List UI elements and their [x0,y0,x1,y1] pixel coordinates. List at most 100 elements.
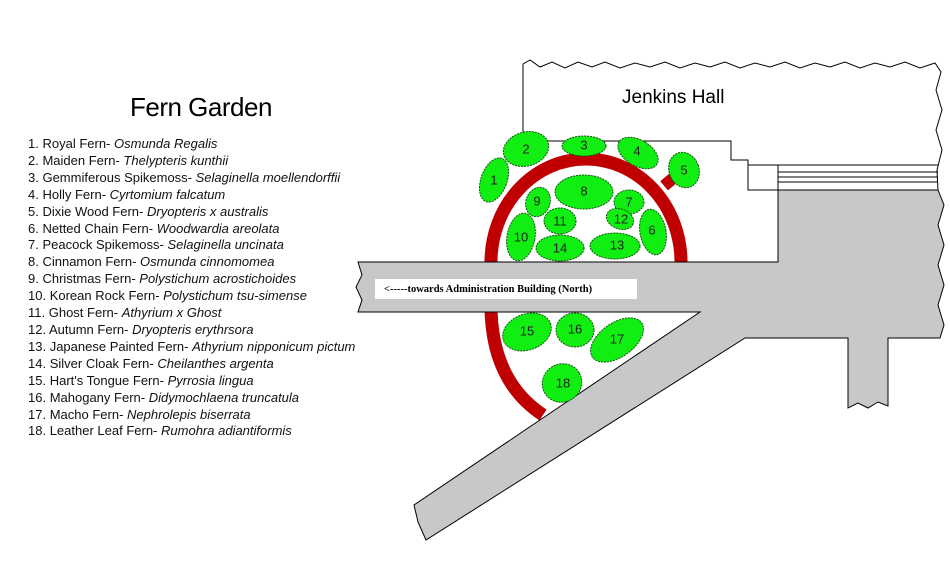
direction-label: <-----towards Administration Building (N… [384,284,593,295]
fern-bed-number: 16 [568,322,582,337]
legend-num: 5. [28,203,39,219]
legend-item: 15. Hart's Tongue Fern- Pyrrosia lingua [28,373,355,390]
fern-bed-number: 12 [614,212,628,227]
legend-scientific: Rumohra adiantiformis [161,423,292,439]
legend-scientific: Osmunda cinnomomea [140,254,275,270]
fern-bed[interactable]: 5 [664,148,705,192]
legend-num: 15. [28,372,47,388]
legend-scientific: Pyrrosia lingua [167,372,254,388]
fern-bed[interactable]: 2 [499,127,552,172]
fern-bed[interactable]: 18 [535,357,589,410]
legend-num: 8. [28,254,39,270]
legend-scientific: Athyrium nipponicum pictum [192,338,356,354]
legend-num: 7. [28,237,39,253]
legend-num: 1. [28,136,39,151]
legend-num: 2. [28,152,39,168]
fern-bed-number: 7 [625,195,632,210]
legend-common: Leather Leaf Fern- [49,423,158,439]
legend-scientific: Thelypteris kunthii [123,152,229,168]
legend-item: 7. Peacock Spikemoss- Selaginella uncina… [28,237,355,254]
legend-item: 2. Maiden Fern- Thelypteris kunthii [28,153,355,170]
legend-common: Peacock Spikemoss- [42,237,164,253]
fern-bed[interactable]: 12 [603,205,636,233]
fern-bed-number: 11 [553,214,567,229]
fern-bed-number: 18 [556,376,570,391]
fern-bed[interactable]: 9 [522,184,555,220]
legend-item: 5. Dixie Wood Fern- Dryopteris x austral… [28,204,355,221]
legend-scientific: Dryopteris x australis [147,203,269,219]
legend-num: 17. [28,406,47,422]
fern-bed-number: 5 [680,163,687,178]
legend-scientific: Polystichum acrostichoides [139,271,297,287]
legend-scientific: Didymochlaena truncatula [148,389,300,405]
legend-item: 1. Royal Fern- Osmunda Regalis [28,136,355,153]
legend-num: 12. [28,321,47,337]
legend-item: 16. Mahogany Fern- Didymochlaena truncat… [28,390,355,407]
fern-bed[interactable]: 1 [474,154,514,206]
legend-common: Silver Cloak Fern- [49,355,154,371]
legend-scientific: Cyrtomium falcatum [109,186,226,202]
legend-scientific: Selaginella moellendorffii [195,169,341,185]
legend-scientific: Nephrolepis biserrata [127,406,251,422]
fern-bed[interactable]: 14 [535,234,585,262]
building-label: Jenkins Hall [622,87,724,108]
fern-bed-number: 13 [610,238,624,253]
legend-common: Maiden Fern- [42,152,120,168]
legend-common: Macho Fern- [49,406,124,422]
fern-bed-number: 10 [514,230,528,245]
legend-num: 10. [28,288,47,304]
fern-bed-number: 6 [648,223,655,238]
legend-item: 9. Christmas Fern- Polystichum acrostich… [28,271,355,288]
legend-num: 18. [28,423,47,439]
legend-num: 11. [28,305,46,321]
fern-bed[interactable]: 10 [503,211,539,263]
legend-common: Autumn Fern- [48,321,129,337]
legend-item: 8. Cinnamon Fern- Osmunda cinnomomea [28,254,355,271]
legend-common: Hart's Tongue Fern- [49,372,164,388]
fern-bed-number: 4 [633,144,640,159]
legend-num: 6. [28,220,39,236]
legend-common: Mahogany Fern- [49,389,146,405]
legend-item: 18. Leather Leaf Fern- Rumohra adiantifo… [28,423,355,440]
fern-bed-number: 9 [533,194,540,209]
legend-item: 6. Netted Chain Fern- Woodwardia areolat… [28,221,355,238]
fern-bed[interactable]: 17 [583,309,652,371]
fern-bed-number: 17 [610,332,624,347]
legend-common: Holly Fern- [42,186,107,202]
legend-num: 13. [28,338,47,354]
fern-bed[interactable]: 11 [543,207,577,235]
steps-landing [747,164,779,191]
legend-common: Japanese Painted Fern- [49,338,189,354]
legend-item: 17. Macho Fern- Nephrolepis biserrata [28,407,355,424]
legend-common: Dixie Wood Fern- [42,203,144,219]
legend-scientific: Osmunda Regalis [114,136,218,151]
legend-num: 3. [28,169,39,185]
legend-item: 12. Autumn Fern- Dryopteris erythrsora [28,322,355,339]
legend-item: 11. Ghost Fern- Athyrium x Ghost [28,305,355,322]
legend-item: 10. Korean Rock Fern- Polystichum tsu-si… [28,288,355,305]
fern-bed[interactable]: 16 [555,312,595,348]
legend-item: 3. Gemmiferous Spikemoss- Selaginella mo… [28,170,355,187]
fern-bed-number: 15 [520,324,534,339]
legend-scientific: Selaginella uncinata [167,237,284,253]
legend-scientific: Athyrium x Ghost [121,305,222,321]
fern-bed[interactable]: 15 [497,307,556,358]
fern-bed[interactable]: 3 [561,135,607,157]
page-title: Fern Garden [130,92,272,122]
fern-bed[interactable]: 7 [613,189,645,215]
fern-bed[interactable]: 8 [554,174,614,210]
fern-bed[interactable]: 4 [612,131,663,176]
walkway [355,189,945,541]
legend-item: 4. Holly Fern- Cyrtomium falcatum [28,187,355,204]
fern-bed-number: 14 [553,241,567,256]
fern-bed[interactable]: 6 [636,207,670,257]
fern-bed[interactable]: 13 [589,232,641,260]
legend-num: 9. [28,271,39,287]
fern-bed-number: 8 [580,184,587,199]
legend-common: Ghost Fern- [48,305,119,321]
legend-num: 16. [28,389,47,405]
legend-common: Christmas Fern- [42,271,136,287]
fern-legend: 1. Royal Fern- Osmunda Regalis 2. Maiden… [28,136,355,440]
jenkins-hall-building [522,59,943,191]
